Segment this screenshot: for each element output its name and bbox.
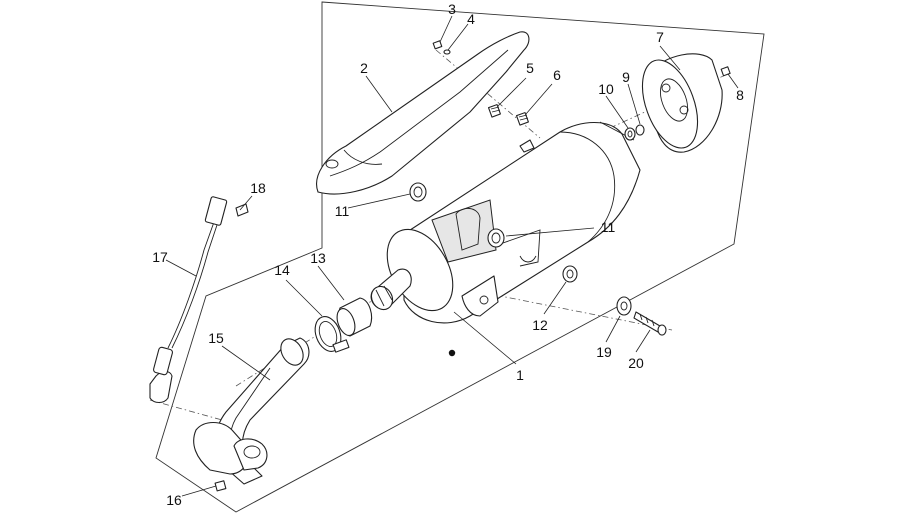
callout-9: 9 [622,69,630,85]
shield-washer [443,49,451,55]
rubber-mount-lower [487,228,505,248]
callout-11-upper: 11 [335,203,350,219]
callout-17: 17 [152,249,168,265]
callout-19: 19 [596,344,612,360]
sensor-clip [235,203,249,217]
cap-screw [720,66,731,77]
callout-5: 5 [526,60,534,76]
callout-20: 20 [628,355,644,371]
mount-washer [616,296,632,316]
axis-line-sensor [149,399,223,421]
lambda-sensor [149,196,228,404]
shield-screw [432,40,443,50]
mount-bolt [633,311,667,336]
spring-clip-5 [487,104,501,118]
callout-14: 14 [274,262,290,278]
cap-washer [635,124,645,136]
callout-4: 4 [467,11,475,27]
axis-line-mount [469,289,673,331]
flange-nut [214,480,227,492]
heat-shield [316,31,530,195]
assembly-frame [155,1,765,513]
callout-10: 10 [598,81,614,97]
callout-13: 13 [310,250,326,266]
spring-clip-6 [515,112,529,126]
rubber-mount-upper [409,182,427,202]
tail-cap [641,53,723,153]
callout-8: 8 [736,87,744,103]
callout-3: 3 [448,1,456,17]
muffler-inlet-stub [370,268,412,311]
callout-16: 16 [166,492,182,508]
mount-spacer [562,265,578,283]
callout-15: 15 [208,330,224,346]
callout-2: 2 [360,60,368,76]
callout-18: 18 [250,180,266,196]
callout-11-lower: 11 [601,219,616,235]
callout-labels: 1 2 3 4 5 6 7 8 9 10 11 11 12 13 14 15 1… [152,1,744,508]
callout-1: 1 [516,367,524,383]
axis-line-inlet [235,291,387,387]
leader-lines [165,15,739,497]
cap-nut [624,127,636,141]
pipe-clamp [314,316,350,353]
callout-12: 12 [532,317,548,333]
callout-7: 7 [656,29,664,45]
muffler-reference-dot [448,349,456,357]
exhaust-header-pipe [193,337,310,485]
gasket-sleeve [336,297,373,337]
callout-6: 6 [553,67,561,83]
